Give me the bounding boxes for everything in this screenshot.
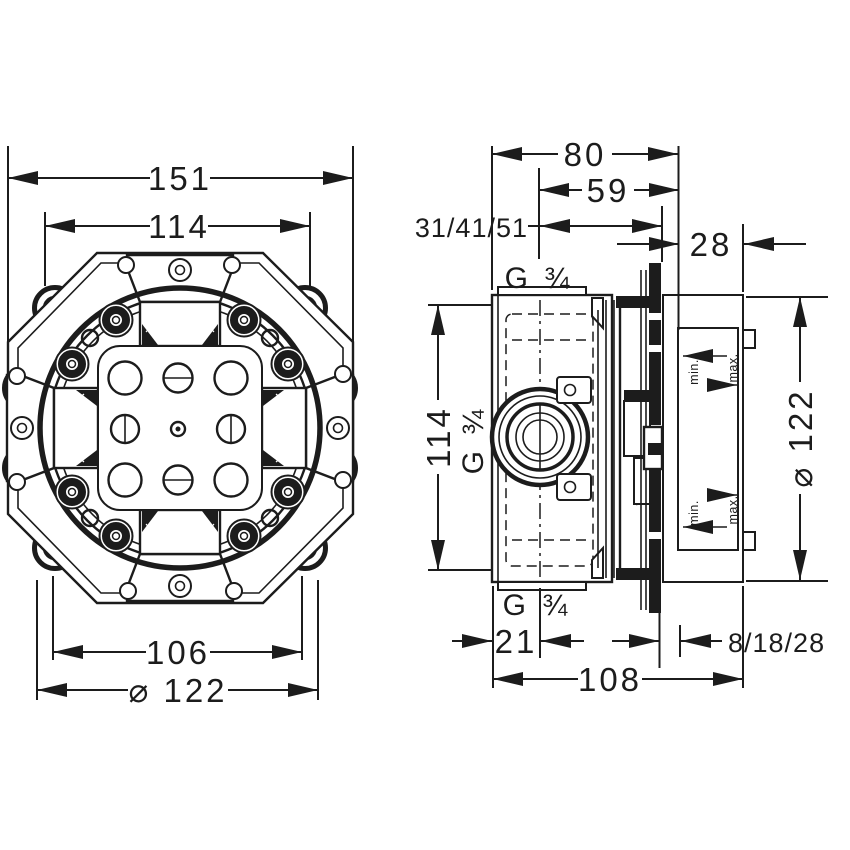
- max-label-bottom: max.: [726, 495, 740, 524]
- dim-21: 21: [452, 586, 584, 688]
- dim-label-59: 59: [587, 172, 630, 209]
- dim-label-106: 106: [146, 634, 210, 671]
- dim-label-trim-range: 8/18/28: [728, 628, 825, 658]
- dim-diameter-122-side: ⌀ 122: [746, 296, 828, 582]
- dim-114-side: 114: [420, 304, 492, 571]
- dim-28: 28: [617, 224, 806, 292]
- plaster-depth-box: min. max. max. min.: [662, 294, 756, 583]
- dim-label-80: 80: [564, 136, 607, 173]
- port-label-top: G ¾: [505, 262, 574, 295]
- dim-59: 59: [538, 168, 679, 259]
- dim-8-18-28: 8/18/28: [612, 612, 825, 668]
- dim-label-diameter-side: ⌀ 122: [782, 388, 819, 487]
- dim-114-front: 114: [44, 208, 311, 286]
- dim-label-114-side: 114: [420, 406, 457, 468]
- dim-label-install-depth: 31/41/51: [415, 213, 528, 243]
- dim-108: 108: [493, 586, 744, 698]
- max-label-top: max.: [726, 353, 740, 382]
- dim-106: 106: [52, 576, 303, 671]
- front-view: 151 114 106 ⌀ 122: [5, 146, 356, 709]
- side-view: min. max. max. min. 80 59 3: [415, 136, 828, 698]
- seal-ring: [37, 285, 323, 571]
- dim-151: 151: [7, 146, 354, 344]
- dim-label-21: 21: [495, 623, 538, 660]
- dim-label-108: 108: [578, 661, 642, 698]
- dim-label-151: 151: [148, 160, 212, 197]
- dim-31-41-51: 31/41/51: [415, 206, 663, 262]
- cartridge-internals: [591, 270, 652, 610]
- dim-label-diameter-front: ⌀ 122: [128, 672, 227, 709]
- dim-80: 80: [491, 136, 680, 330]
- min-label-bottom: min.: [687, 500, 701, 526]
- min-label-top: min.: [687, 359, 701, 385]
- side-port: [489, 376, 592, 501]
- dim-label-114-front: 114: [148, 208, 210, 245]
- dim-label-28: 28: [690, 226, 733, 263]
- wall-plate: [642, 263, 664, 613]
- dim-diameter-122-front: ⌀ 122: [36, 580, 319, 709]
- port-label-center: G ¾: [457, 406, 490, 475]
- port-label-bottom: G ¾: [503, 589, 572, 622]
- central-port-plate: [97, 345, 263, 511]
